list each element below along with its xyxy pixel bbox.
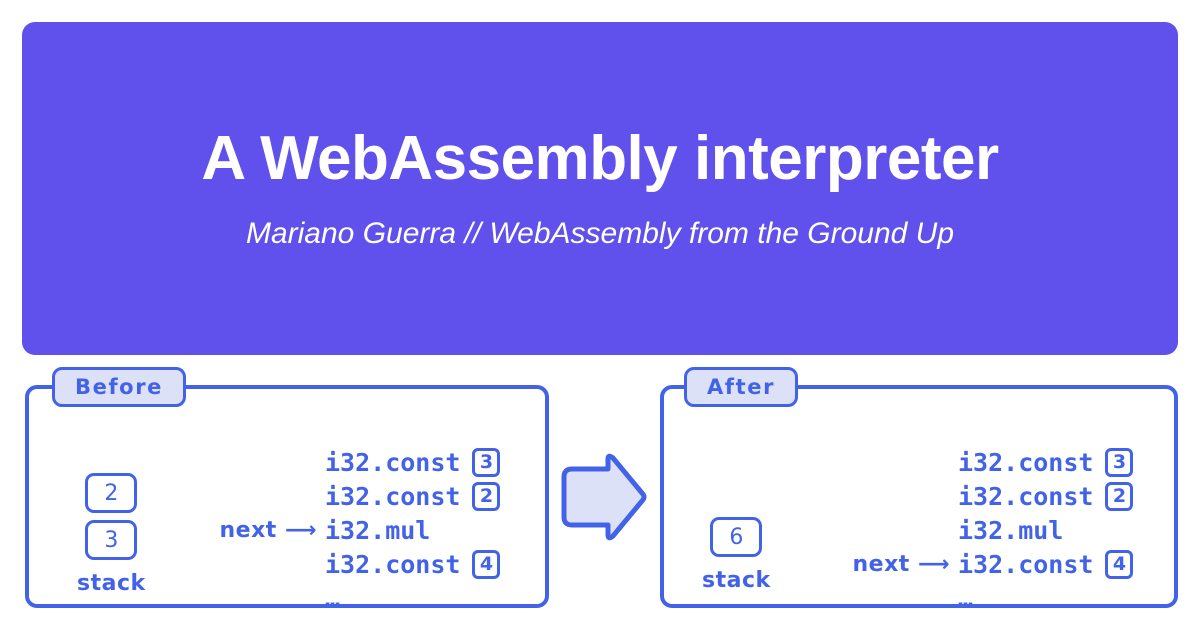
stack-before: 2 3 stack [77,473,146,596]
next-pointer: next ⟶ [852,551,950,577]
instruction-name: i32.mul [958,515,1064,545]
instruction-list-ellipsis: … [958,583,974,613]
panel-tab-label: After [707,375,776,399]
panel-tab-label: Before [75,375,164,399]
stack-cell: 6 [710,517,763,557]
instruction-list-before: i32.const 3 i32.const 2 next ⟶ i32.mul i… [209,445,501,615]
stack-cell: 3 [85,520,138,560]
instruction-name: i32.const [325,447,461,477]
instruction-row: i32.const 2 [842,479,1134,513]
page-subtitle: Mariano Guerra // WebAssembly from the G… [245,217,955,251]
panel-after: After 6 stack i32.const 3 i32.const 2 [660,367,1178,611]
right-arrow-icon [561,453,647,541]
instruction-name: i32.const [325,549,461,579]
header-card: A WebAssembly interpreter Mariano Guerra… [22,22,1178,355]
instruction-list-ellipsis: … [325,583,341,613]
next-pointer: next ⟶ [219,517,317,543]
instruction-name: i32.const [958,549,1094,579]
instruction-row: i32.const 4 [209,547,501,581]
instruction-immediate: 4 [472,549,501,579]
instruction-name: i32.const [958,481,1094,511]
instruction-row: i32.const 3 [842,445,1134,479]
instruction-row: i32.const 3 [209,445,501,479]
instruction-immediate: 2 [1105,481,1134,511]
instruction-list-after: i32.const 3 i32.const 2 i32.mul next ⟶ i… [842,445,1134,615]
stack-caption: stack [702,568,771,593]
stack-caption: stack [77,571,146,596]
instruction-row-ellipsis: … [842,581,1133,615]
instruction-name: i32.mul [325,515,431,545]
instruction-row: i32.mul [842,513,1133,547]
panel-before: Before 2 3 stack i32.const 3 i32.const 2 [25,367,549,611]
instruction-immediate: 3 [472,447,501,477]
instruction-row: i32.const 2 [209,479,501,513]
stack-cell: 2 [85,473,138,513]
instruction-row-current: next ⟶ i32.const 4 [842,547,1134,581]
instruction-name: i32.const [325,481,461,511]
instruction-immediate: 4 [1105,549,1134,579]
diagram: Before 2 3 stack i32.const 3 i32.const 2 [0,355,1200,630]
transition-arrow [556,453,648,541]
instruction-immediate: 2 [472,481,501,511]
instruction-name: i32.const [958,447,1094,477]
stack-after: 6 stack [702,517,771,593]
instruction-row-current: next ⟶ i32.mul [209,513,500,547]
panel-tab-after: After [684,367,799,407]
panel-tab-before: Before [52,367,187,407]
instruction-row-ellipsis: … [209,581,500,615]
page-title: A WebAssembly interpreter [201,123,999,193]
instruction-immediate: 3 [1105,447,1134,477]
